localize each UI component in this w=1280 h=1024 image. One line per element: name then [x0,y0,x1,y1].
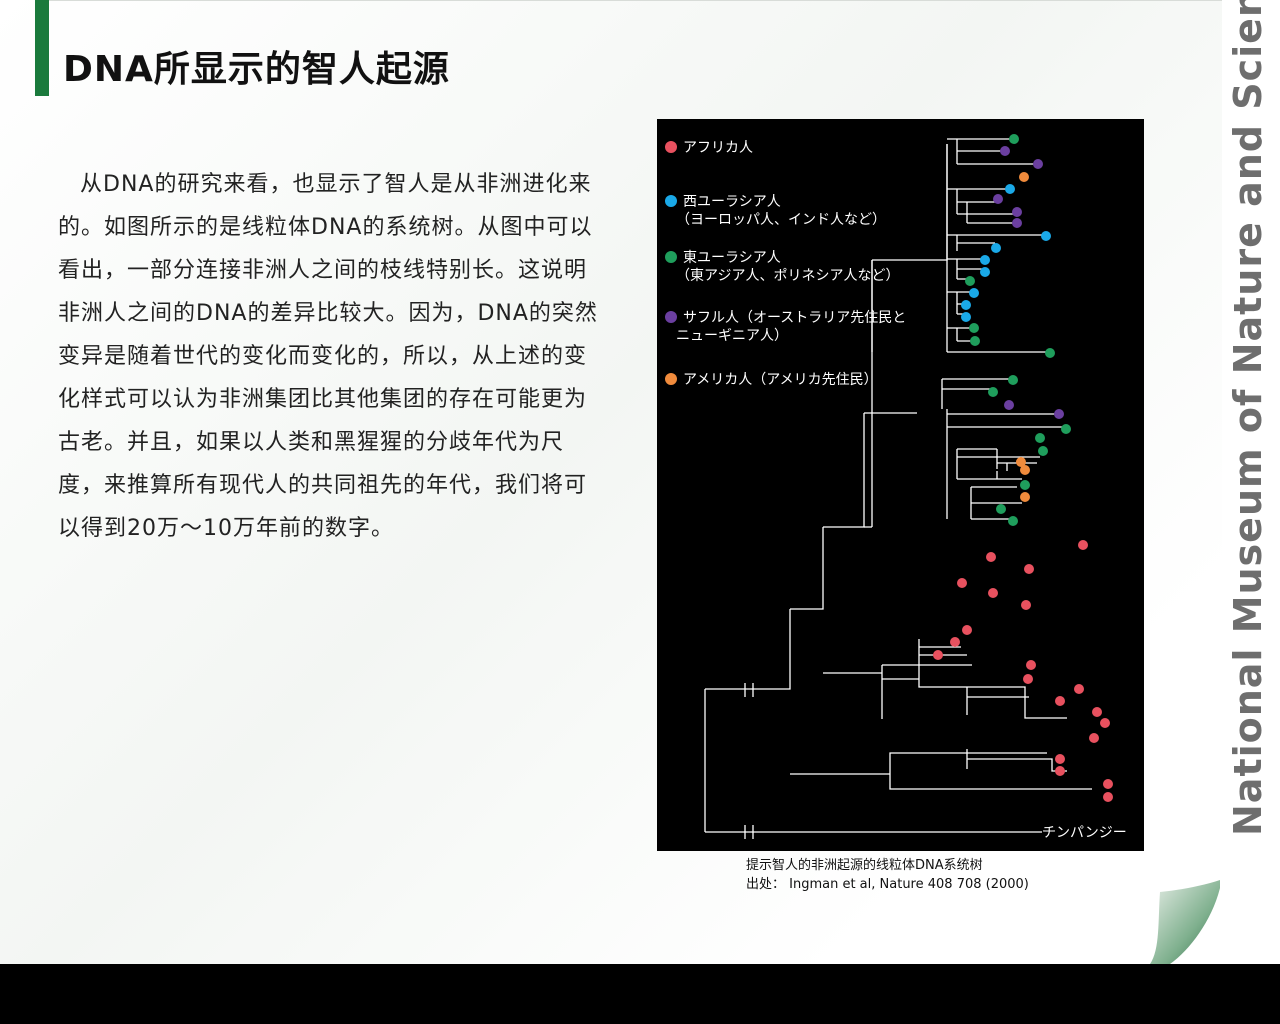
leaf-dot [962,625,972,635]
leaf-dot [961,300,971,310]
leaf-dot [1021,600,1031,610]
red-dot-icon [665,141,677,153]
blue-dot-icon [665,195,677,207]
leaf-dot [1100,718,1110,728]
leaf-dot [933,650,943,660]
page-curl-decoration [1150,880,1220,964]
body-paragraph: 从DNA的研究来看，也显示了智人是从非洲进化来的。如图所示的是线粒体DNA的系统… [58,172,598,541]
leaf-dot [1074,684,1084,694]
figure-caption: 提示智人的非洲起源的线粒体DNA系统树 出处： Ingman et al, Na… [746,856,1029,894]
leaf-dot [1055,754,1065,764]
leaf-dot [988,588,998,598]
leaf-dot [957,578,967,588]
leaf-dot [1012,218,1022,228]
leaf-dot [961,312,971,322]
leaf-dot [1078,540,1088,550]
leaf-dot [950,637,960,647]
leaf-dot [1038,446,1048,456]
bottom-black-band [0,964,1280,1024]
leaf-dot [1004,400,1014,410]
top-divider [49,0,1222,1]
leaf-dot [969,288,979,298]
leaf-dot [1089,733,1099,743]
leaf-dot [1012,207,1022,217]
leaf-dot [1024,564,1034,574]
leaf-dot [1019,172,1029,182]
leaf-dot [970,336,980,346]
leaf-dot [980,267,990,277]
leaf-dot [1103,779,1113,789]
leaf-dot [1020,465,1030,475]
right-margin-strip [1222,0,1280,964]
leaf-dot [1035,433,1045,443]
outgroup-label: チンパンジー [1042,825,1127,841]
leaf-dot [1020,480,1030,490]
leaf-dot [1020,492,1030,502]
purple-dot-icon [665,311,677,323]
leaf-dot [1016,457,1026,467]
leaf-dot [1041,231,1051,241]
leaf-dot [969,323,979,333]
leaf-dot [991,243,1001,253]
page-title: DNA所显示的智人起源 [63,49,450,90]
phylogenetic-tree-figure: アフリカ人 西ユーラシア人 （ヨーロッパ人、インド人など） 東ユーラシア人 （東… [657,119,1144,851]
leaf-dot [1033,159,1043,169]
leaf-dot [1005,184,1015,194]
legend-item-sahul: サフル人（オーストラリア先住民と ニューギニア人） [665,309,906,345]
leaf-dot [1008,516,1018,526]
leaf-dot [1008,375,1018,385]
leaf-dot [996,504,1006,514]
leaf-dot [993,194,1003,204]
legend-item-america: アメリカ人（アメリカ先住民） [665,371,878,389]
leaf-dot [980,255,990,265]
leaf-dot [1000,146,1010,156]
leaf-dot [1054,409,1064,419]
leaf-dot [988,387,998,397]
legend-item-west-eurasia: 西ユーラシア人 （ヨーロッパ人、インド人など） [665,193,886,229]
leaf-dot [986,552,996,562]
leaf-dot [1061,424,1071,434]
leaf-dot [1045,348,1055,358]
tree-diagram [704,134,1113,839]
leaf-dot [1023,674,1033,684]
leaf-dot [1009,134,1019,144]
tree-leaf-dots [933,134,1113,802]
leaf-dot [1103,792,1113,802]
museum-watermark: National Museum of Nature and Science [1226,0,1270,836]
leaf-dot [965,276,975,286]
title-accent-bar [35,0,49,96]
caption-source: 出处： Ingman et al, Nature 408 708 (2000) [746,877,1029,892]
orange-dot-icon [665,373,677,385]
caption-title: 提示智人的非洲起源的线粒体DNA系统树 [746,858,983,873]
green-dot-icon [665,251,677,263]
legend-item-africa: アフリカ人 [665,139,753,157]
leaf-dot [1026,660,1036,670]
legend-item-east-eurasia: 東ユーラシア人 （東アジア人、ポリネシア人など） [665,249,899,285]
leaf-dot [1055,696,1065,706]
leaf-dot [1092,707,1102,717]
leaf-dot [1055,766,1065,776]
